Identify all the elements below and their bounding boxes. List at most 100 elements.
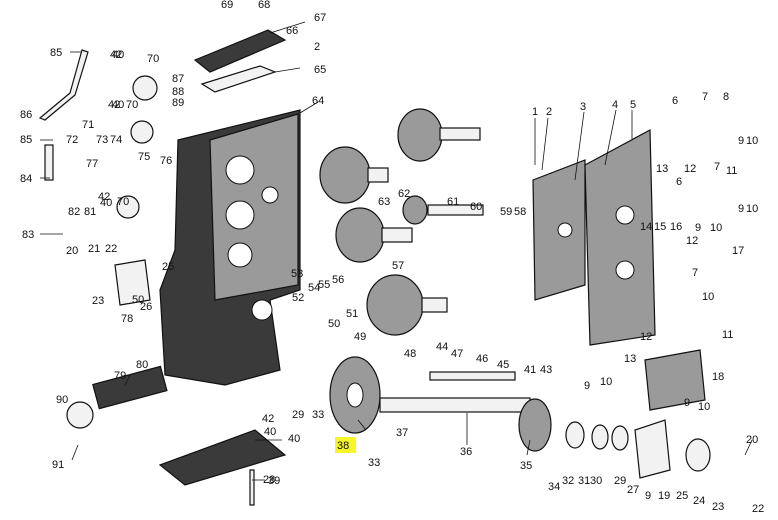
callout-label: 10 <box>746 135 758 147</box>
output-flange <box>634 419 671 479</box>
callout-label: 6 <box>676 176 682 188</box>
callout-label: 91 <box>52 459 64 471</box>
callout-label: 83 <box>22 229 34 241</box>
callout-label: 65 <box>314 64 326 76</box>
callout-label: 56 <box>332 274 344 286</box>
callout-label: 9 <box>738 203 744 215</box>
callout-label: 26 <box>140 301 152 313</box>
pump-assembly <box>644 349 706 411</box>
callout-label: 10 <box>710 222 722 234</box>
callout-label: 50 <box>328 318 340 330</box>
callout-label: 86 <box>20 109 32 121</box>
callout-label: 20 <box>66 245 78 257</box>
callout-label: 67 <box>314 12 326 24</box>
gear-cluster-middle <box>335 207 413 263</box>
callout-label: 12 <box>640 331 652 343</box>
callout-label: 85 <box>20 134 32 146</box>
callout-label: 11 <box>722 329 733 341</box>
callout-label: 18 <box>712 371 724 383</box>
callout-label: 7 <box>692 267 698 279</box>
callout-label: 79 <box>114 370 126 382</box>
callout-labels: 1 2 2 3 4 5 6 6 7 7 7 8 9 9 9 9 9 9 10 1… <box>20 0 764 515</box>
callout-label: 42 <box>110 49 122 61</box>
callout-label: 13 <box>656 163 668 175</box>
callout-label: 77 <box>86 158 98 170</box>
callout-label: 29 <box>614 475 626 487</box>
callout-label: 33 <box>368 457 380 469</box>
callout-label: 10 <box>746 203 758 215</box>
leader-lines <box>40 21 753 481</box>
callout-label: 82 <box>68 206 80 218</box>
callout-label: 36 <box>460 446 472 458</box>
top-cover <box>193 29 287 73</box>
callout-label: 53 <box>291 268 303 280</box>
callout-label: 24 <box>693 495 705 507</box>
callout-label: 43 <box>540 364 552 376</box>
gear-cluster-lower <box>366 274 448 336</box>
callout-label: 12 <box>684 163 696 175</box>
callout-label: 28 <box>263 474 275 486</box>
callout-label: 16 <box>670 221 682 233</box>
callout-label: 45 <box>497 359 509 371</box>
callout-label: 87 <box>172 73 184 85</box>
callout-label: 9 <box>584 380 590 392</box>
callout-label: 29 <box>292 409 304 421</box>
callout-label: 42 <box>98 191 110 203</box>
lever-rod <box>38 49 89 121</box>
callout-label: 33 <box>312 409 324 421</box>
callout-label: 32 <box>562 475 574 487</box>
callout-label: 89 <box>172 97 184 109</box>
callout-label: 14 <box>640 221 652 233</box>
callout-label: 88 <box>172 86 184 98</box>
callout-label: 71 <box>82 119 94 131</box>
callout-label: 11 <box>726 165 737 177</box>
bottom-plate <box>158 429 287 486</box>
callout-label: 20 <box>746 434 758 446</box>
callout-label: 59 <box>500 206 512 218</box>
callout-label: 61 <box>447 196 459 208</box>
callout-label: 42 <box>108 99 120 111</box>
callout-label: 78 <box>121 313 133 325</box>
callout-label: 15 <box>654 221 666 233</box>
callout-label: 25 <box>676 490 688 502</box>
callout-label: 22 <box>105 243 117 255</box>
callout-label: 70 <box>147 53 159 65</box>
callout-label: 25 <box>162 261 174 273</box>
callout-label: 40 <box>112 49 124 61</box>
callout-label: 76 <box>160 155 172 167</box>
callout-label: 68 <box>258 0 270 11</box>
callout-label: 50 <box>132 294 144 306</box>
callout-label: 64 <box>312 95 324 107</box>
highlight-box <box>335 437 356 453</box>
callout-label: 42 <box>262 413 274 425</box>
callout-label: 44 <box>436 341 448 353</box>
callout-label: 3 <box>580 101 586 113</box>
callout-label: 9 <box>695 222 701 234</box>
callout-label: 73 <box>96 134 108 146</box>
callout-label: 35 <box>520 460 532 472</box>
callout-label: 13 <box>624 353 636 365</box>
callout-label: 8 <box>723 91 729 103</box>
parts-layer <box>38 29 711 506</box>
gear-cluster-top <box>397 108 481 162</box>
callout-label: 23 <box>92 295 104 307</box>
callout-label: 57 <box>392 260 404 272</box>
callout-label: 70 <box>126 99 138 111</box>
callout-label: 27 <box>627 484 639 496</box>
callout-label: 80 <box>136 359 148 371</box>
selector-shaft <box>429 371 516 381</box>
callout-label: 9 <box>645 490 651 502</box>
callout-label: 9 <box>738 135 744 147</box>
callout-label: 40 <box>264 426 276 438</box>
callout-label: 21 <box>88 243 100 255</box>
callout-label: 5 <box>630 99 636 111</box>
flange-cover-left <box>114 259 151 306</box>
callout-label: 10 <box>698 401 710 413</box>
callout-label: 19 <box>658 490 670 502</box>
callout-label: 22 <box>752 503 764 515</box>
callout-label: 85 <box>50 47 62 59</box>
output-shaft <box>379 397 552 452</box>
callout-label: 34 <box>548 481 560 493</box>
callout-label: 49 <box>354 331 366 343</box>
